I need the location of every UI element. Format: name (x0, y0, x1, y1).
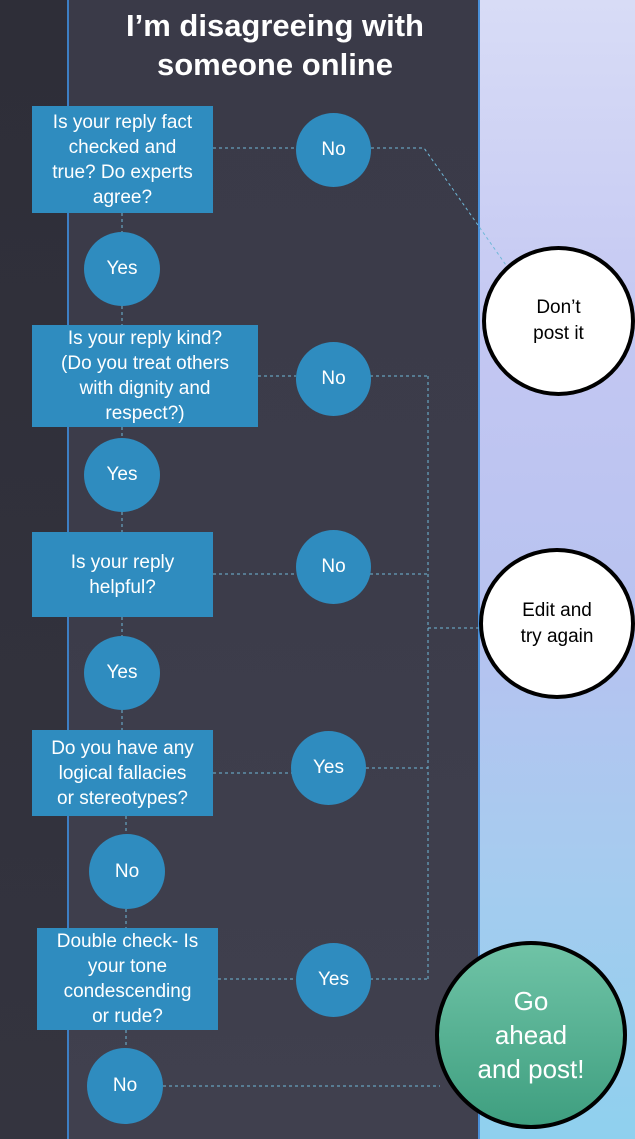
outcome-dont-post: Don’t post it (482, 246, 635, 396)
answer-circle-side-yes-5: Yes (296, 943, 371, 1017)
question-box-tone: Double check- Is your tone condescending… (37, 928, 218, 1030)
outcome-edit-try-again: Edit and try again (479, 548, 635, 699)
outcome-go-ahead-and-post: Go ahead and post! (435, 941, 627, 1129)
page-title: I’m disagreeing with someone online (126, 8, 424, 82)
answer-circle-side-yes-4: Yes (291, 731, 366, 805)
question-box-helpful: Is your reply helpful? (32, 532, 213, 617)
answer-circle-side-no-2: No (296, 342, 371, 416)
answer-circle-no-5: No (87, 1048, 163, 1124)
answer-circle-yes-3: Yes (84, 636, 160, 710)
answer-circle-side-no-1: No (296, 113, 371, 187)
question-box-fallacies: Do you have any logical fallacies or ste… (32, 730, 213, 816)
right-accent-line (478, 0, 480, 1139)
question-box-kind: Is your reply kind? (Do you treat others… (32, 325, 258, 427)
connector-dont-post (371, 147, 509, 269)
question-box-fact-check: Is your reply fact checked and true? Do … (32, 106, 213, 213)
answer-circle-no-4: No (89, 834, 165, 909)
answer-circle-side-no-3: No (296, 530, 371, 604)
answer-circle-yes-2: Yes (84, 438, 160, 512)
answer-circle-yes-1: Yes (84, 232, 160, 306)
